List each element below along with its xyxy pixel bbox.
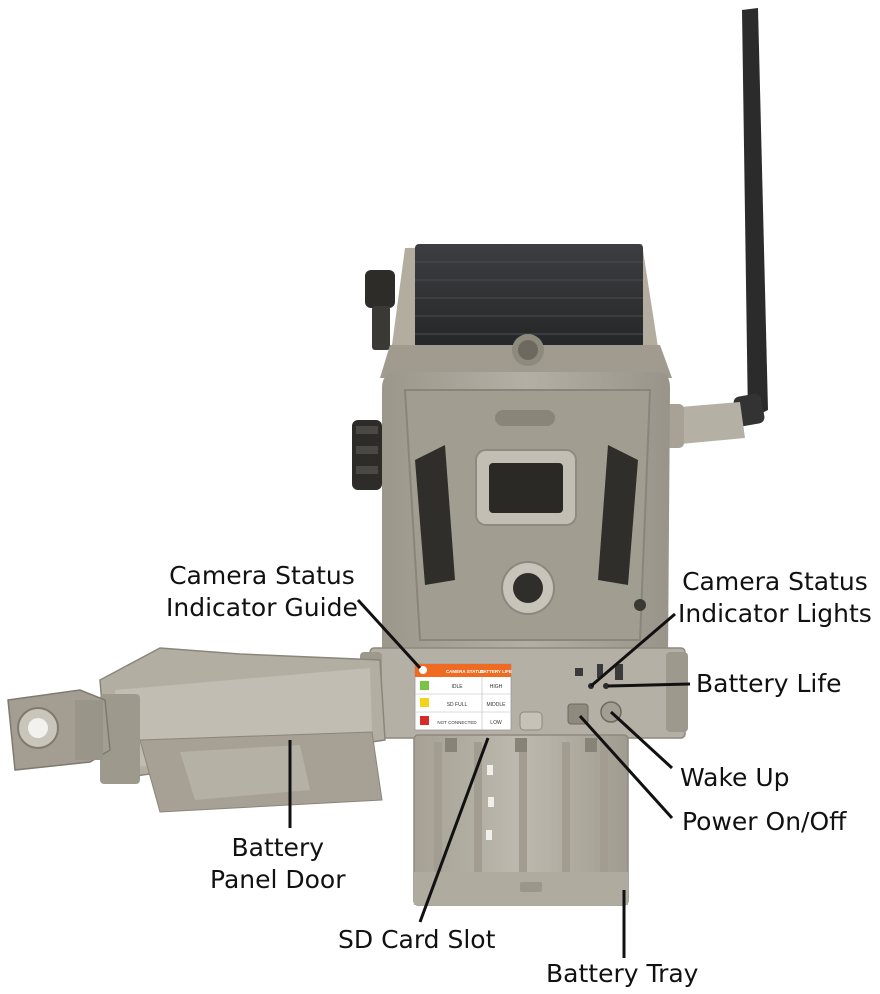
line-indicator-lights	[590, 612, 676, 688]
line-battery-life	[607, 682, 691, 688]
leader-lines	[288, 598, 691, 958]
control-panel	[360, 647, 688, 739]
solar-panel	[380, 244, 672, 378]
battery-panel-door	[7, 647, 386, 813]
guide-swatch-red	[420, 716, 429, 725]
label-battery-tray: Battery Tray	[546, 959, 699, 988]
antenna	[660, 8, 768, 448]
label-sd-card-slot: SD Card Slot	[338, 925, 496, 954]
battery-tray	[413, 734, 629, 906]
guide-life-3: LOW	[490, 720, 502, 726]
status-light-2	[603, 683, 609, 689]
line-wake-up	[609, 710, 674, 770]
label-power-on-off: Power On/Off	[682, 807, 847, 836]
label-lights-line-1: Camera Status	[682, 567, 868, 596]
label-door-line-1: Battery	[231, 833, 325, 862]
guide-status-3: NOT CONNECTED	[437, 720, 477, 725]
guide-status-2: SD FULL	[447, 702, 468, 708]
label-camera-status-indicator-lights: Camera Status Indicator Lights	[678, 566, 872, 630]
label-lights-line-2: Indicator Lights	[678, 599, 872, 628]
label-guide-line-1: Camera Status	[169, 561, 355, 590]
label-battery-life: Battery Life	[696, 669, 842, 698]
label-battery-panel-door: Battery Panel Door	[210, 832, 346, 896]
camera-body	[382, 372, 670, 660]
guide-swatch-yellow	[420, 698, 429, 707]
label-door-line-2: Panel Door	[210, 865, 346, 894]
status-indicator-guide: CAMERA STATUS BATTERY LIFE IDLE SD FULL …	[414, 663, 512, 731]
guide-header-status: CAMERA STATUS	[446, 669, 484, 674]
guide-life-2: MIDDLE	[487, 702, 507, 708]
label-wake-up: Wake Up	[680, 763, 790, 792]
label-guide-line-2: Indicator Guide	[166, 593, 358, 622]
label-camera-status-indicator-guide: Camera Status Indicator Guide	[166, 560, 358, 624]
line-sd-card	[418, 737, 490, 923]
line-power	[578, 714, 674, 820]
guide-header-life: BATTERY LIFE	[480, 669, 512, 674]
guide-swatch-green	[420, 681, 429, 690]
line-indicator-guide	[356, 598, 422, 670]
guide-life-1: HIGH	[490, 684, 503, 690]
side-knobs	[352, 270, 395, 490]
guide-status-1: IDLE	[451, 684, 463, 690]
